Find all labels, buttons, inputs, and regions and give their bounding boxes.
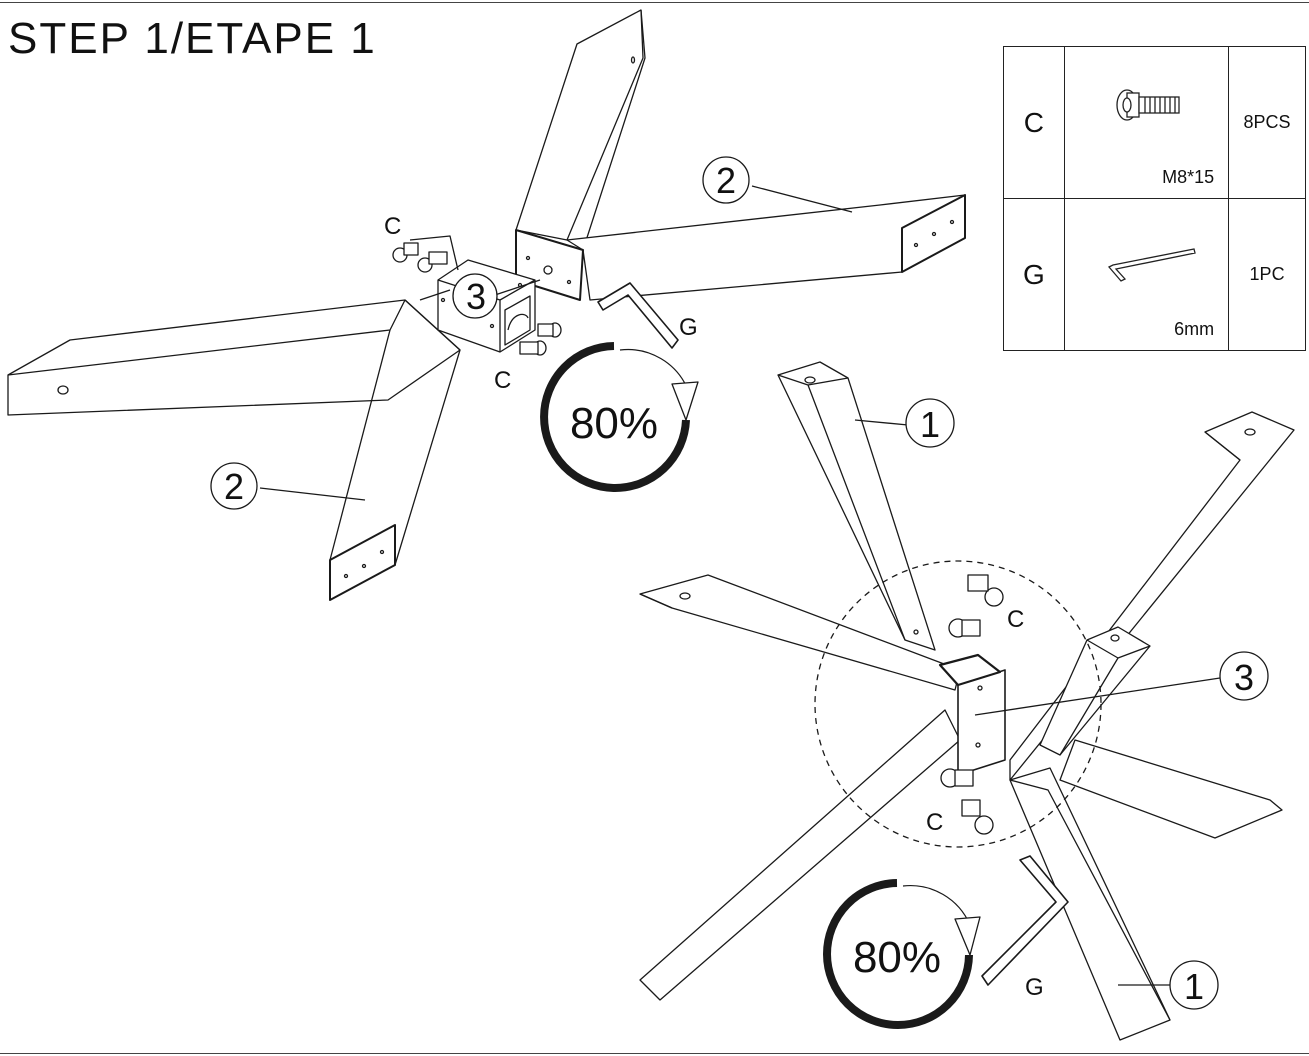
allen-key-g-left [597, 282, 679, 349]
allen-key-g-right [981, 855, 1069, 986]
part-code: G [1003, 198, 1065, 351]
assembled-base [639, 361, 1295, 1041]
label-key-g: G [679, 314, 698, 341]
callout-part-3-right: 3 [1234, 657, 1254, 698]
part-image-cell: 6mm [1063, 198, 1230, 351]
callout-part-2-upper: 2 [716, 160, 736, 201]
bottom-rule [0, 1053, 1309, 1054]
part-spec: M8*15 [1162, 167, 1215, 187]
part-spec: 6mm [1174, 319, 1215, 339]
upper-leg-part-2 [515, 9, 966, 301]
tighten-label-left: 80% [570, 399, 658, 448]
tighten-indicator-left [540, 342, 699, 492]
allen-key-icon [1107, 248, 1196, 282]
top-rule [0, 2, 1309, 3]
callout-part-1-lower: 1 [1184, 966, 1204, 1007]
tighten-label-right: 80% [853, 933, 941, 982]
callout-part-3-left: 3 [466, 276, 486, 317]
callout-part-1-upper: 1 [920, 404, 940, 445]
label-bolt-c: C [1007, 606, 1024, 633]
part-quantity: 8PCS [1228, 46, 1306, 199]
label-bolt-c: C [494, 367, 511, 394]
label-key-g: G [1025, 974, 1044, 1001]
bolts-c-upper [392, 235, 459, 273]
lower-leg-part-2 [7, 299, 461, 601]
parts-row-g: G 6mm 1PC [1003, 198, 1306, 351]
bolts-c-right [940, 574, 1004, 835]
label-bolt-c: C [926, 809, 943, 836]
step-title: STEP 1/ETAPE 1 [8, 14, 377, 63]
label-bolt-c: C [384, 213, 401, 240]
parts-table: C M8*15 8PCS G 6mm 1 [1003, 46, 1306, 351]
part-quantity: 1PC [1228, 198, 1306, 351]
bolt-icon [1116, 89, 1180, 121]
callout-part-2-lower: 2 [224, 466, 244, 507]
part-image-cell: M8*15 [1063, 46, 1230, 199]
detail-circle [814, 560, 1102, 848]
parts-row-c: C M8*15 8PCS [1003, 46, 1306, 199]
tighten-indicator-right [823, 879, 981, 1029]
part-code: C [1003, 46, 1065, 199]
bolts-c-lower [519, 322, 562, 356]
